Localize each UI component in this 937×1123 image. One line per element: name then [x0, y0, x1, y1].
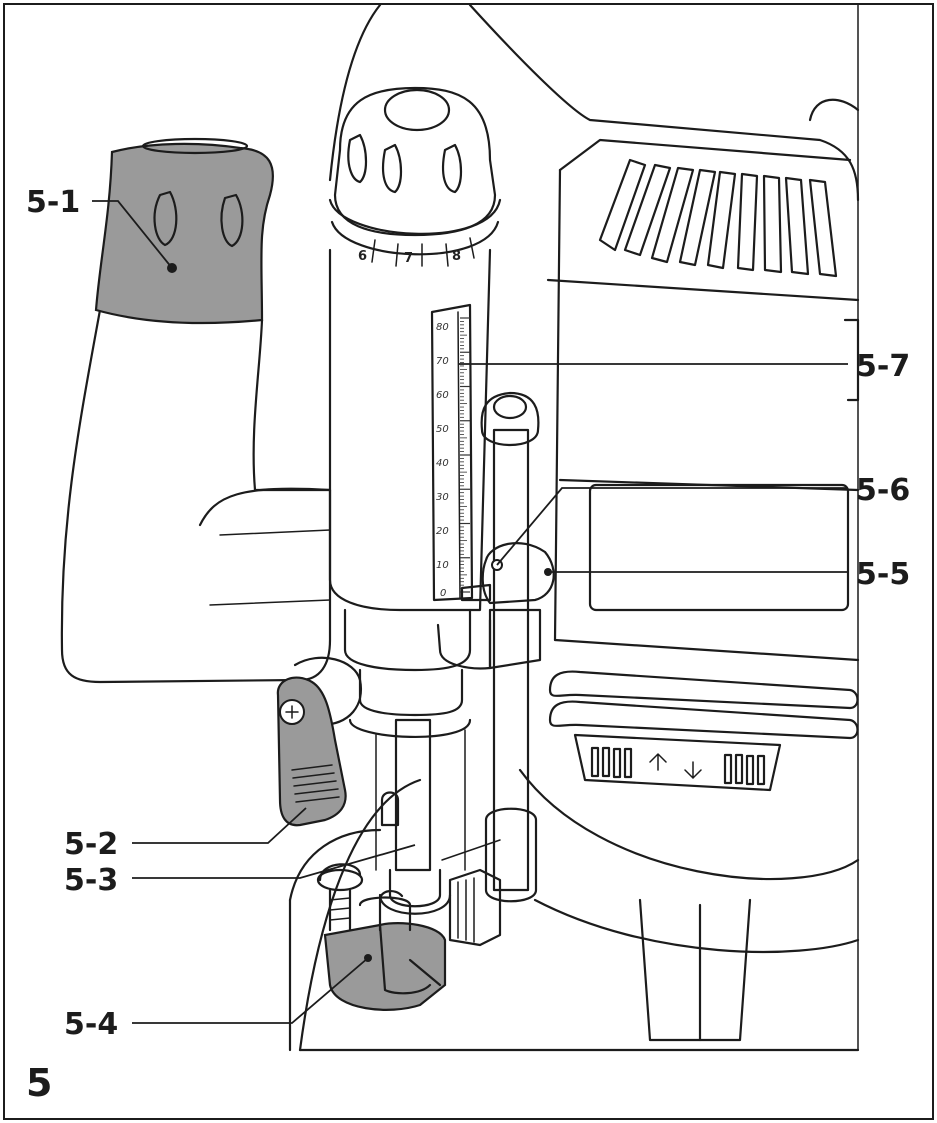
leader-5-1	[92, 200, 173, 269]
figure-frame	[3, 3, 934, 1120]
figure-number: 5	[26, 1061, 52, 1105]
leader-5-4	[132, 957, 369, 1024]
dial-number: 7	[404, 251, 413, 266]
depth-stop-rod	[375, 718, 466, 915]
arrow-up-icon	[649, 752, 667, 771]
turret-stop	[288, 828, 447, 1052]
callout-5-5: 5-5	[856, 557, 910, 592]
depth-stop-column: 6 7 8 80 70 60 50 40 30 20 10 0	[328, 86, 502, 739]
turret-block	[323, 922, 447, 1011]
dial-number: 8	[452, 249, 461, 264]
leader-5-6	[496, 487, 848, 566]
depth-scale-ticks	[460, 317, 470, 593]
callout-5-4: 5-4	[64, 1007, 118, 1042]
leader-5-3	[132, 844, 416, 879]
callout-5-2: 5-2	[64, 827, 118, 862]
scale-label: 0	[440, 588, 446, 599]
vent-slots	[598, 158, 838, 278]
clamp-lever	[276, 656, 363, 827]
scale-label: 50	[436, 424, 449, 435]
scale-label: 20	[436, 526, 449, 537]
scale-label: 10	[436, 560, 449, 571]
stop-bar	[436, 391, 555, 947]
scale-label: 80	[436, 322, 449, 333]
motor-housing	[298, 3, 860, 1052]
callout-5-7: 5-7	[856, 349, 910, 384]
scale-label: 40	[436, 458, 449, 469]
scale-label: 60	[436, 390, 449, 401]
handle	[60, 137, 332, 684]
switch-slots	[590, 746, 766, 786]
arrow-down-icon	[684, 761, 702, 780]
scale-label: 70	[436, 356, 449, 367]
callout-5-3: 5-3	[64, 863, 118, 898]
dial-number: 6	[358, 249, 367, 264]
callout-5-1: 5-1	[26, 185, 80, 220]
leader-5-2	[132, 807, 307, 844]
scale-label: 30	[436, 492, 449, 503]
handle-grip	[94, 142, 274, 325]
callout-5-6: 5-6	[856, 473, 910, 508]
